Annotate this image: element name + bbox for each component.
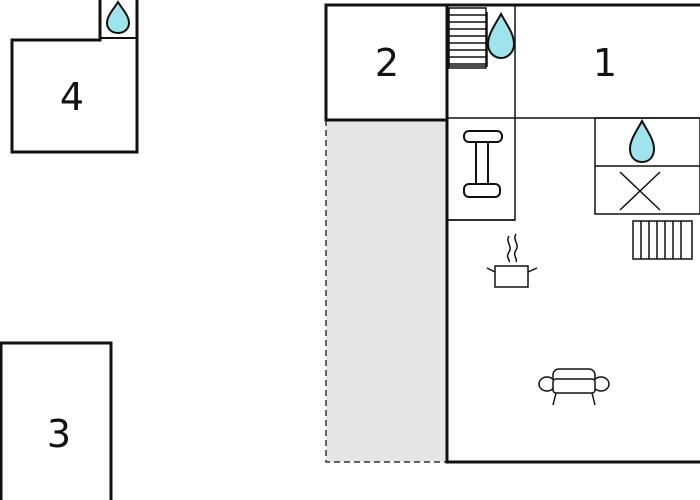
terrace-area: [325, 120, 447, 463]
sofa-icon: [538, 368, 610, 406]
radiator-icon: [632, 220, 693, 260]
cooking-pot-icon: [486, 233, 538, 288]
water-drop-icon: [105, 0, 131, 35]
room-3-group: 3: [0, 341, 113, 500]
room-2-outline: [324, 3, 449, 122]
room-4-label: 4: [60, 75, 84, 119]
water-drop-icon: [628, 118, 656, 164]
cross-icon: [619, 171, 661, 211]
interior-walls: [446, 5, 700, 221]
room-4-outline: [10, 0, 139, 154]
room-4-group: 4: [10, 0, 139, 154]
stairs-icon: [448, 7, 487, 69]
water-drop-icon: [486, 11, 516, 60]
room-2-label: 2: [375, 41, 399, 85]
main-lower-wall: [445, 120, 700, 464]
room-1-label: 1: [593, 41, 617, 85]
room-2-group: 2: [324, 3, 449, 122]
room-3-label: 3: [47, 412, 71, 456]
room-3-outline: [0, 341, 113, 500]
table-icon: [463, 130, 503, 198]
